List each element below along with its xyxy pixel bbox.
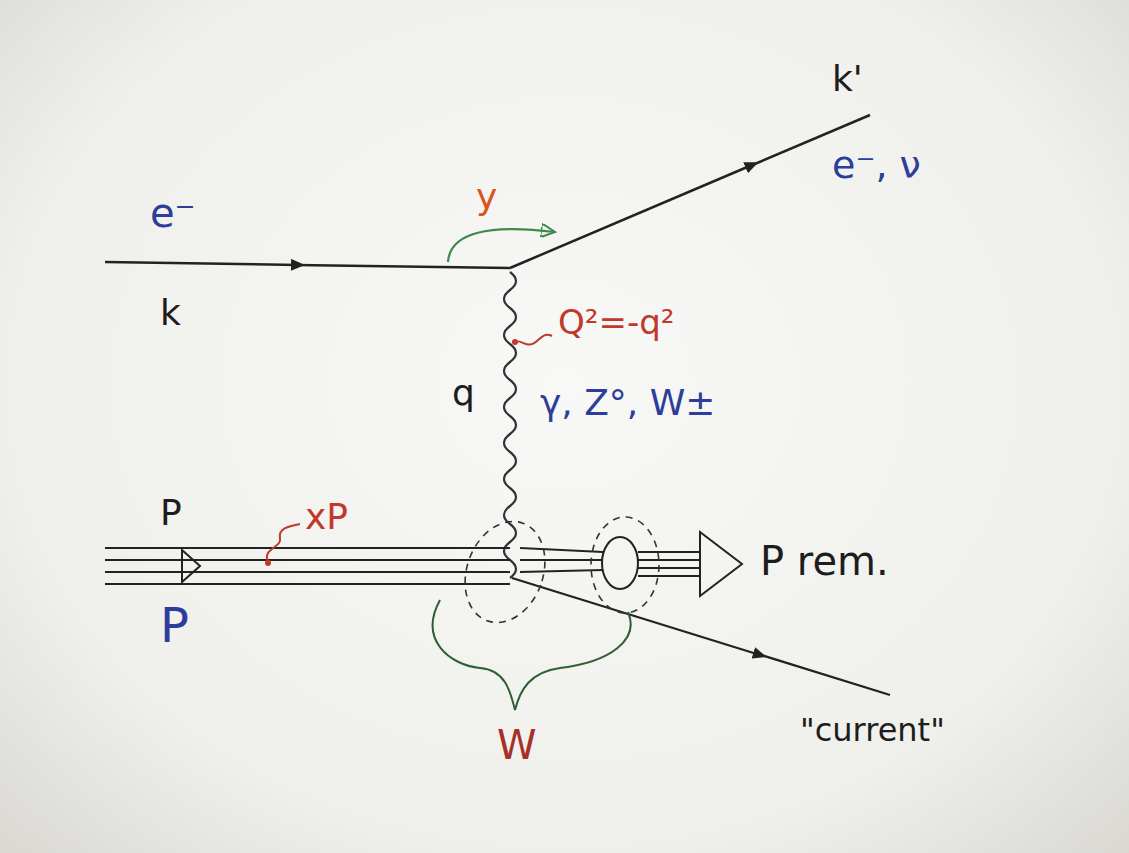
particle-label: P [160,598,189,653]
electron-line [105,262,298,265]
variable-label: xP [305,496,348,537]
pointer-dot [512,339,518,345]
proton-arrow [182,550,200,582]
current-line [758,654,890,695]
momentum-label: k [160,292,181,333]
lepton-line [510,165,752,268]
remnant-label: P rem. [760,538,889,584]
pointer-dot [265,560,271,566]
inelasticity-arrow [448,229,555,262]
remnant-arrow [700,532,742,596]
proton-lines [105,548,700,584]
boson-line [504,272,516,578]
variable-label: Q²=-q² [558,303,674,342]
pointer-squiggle [516,335,552,345]
dashed-region [452,510,559,634]
variable-label: y [476,176,497,217]
boson-label: γ, Z°, W± [540,382,716,423]
pointer-squiggle [267,524,300,562]
current-line [512,578,760,655]
electron-line [296,265,510,268]
hadronic-brace [433,600,631,710]
jet-label: "current" [800,712,945,749]
dashed-region [591,517,659,613]
lepton-label: e⁻ [150,190,196,236]
momentum-label: k' [832,58,863,99]
variable-label: W [497,722,537,768]
lepton-label: e⁻, ν [832,144,921,188]
hadronisation-blob [602,537,638,589]
momentum-label: P [160,492,182,533]
momentum-label: q [452,372,475,413]
